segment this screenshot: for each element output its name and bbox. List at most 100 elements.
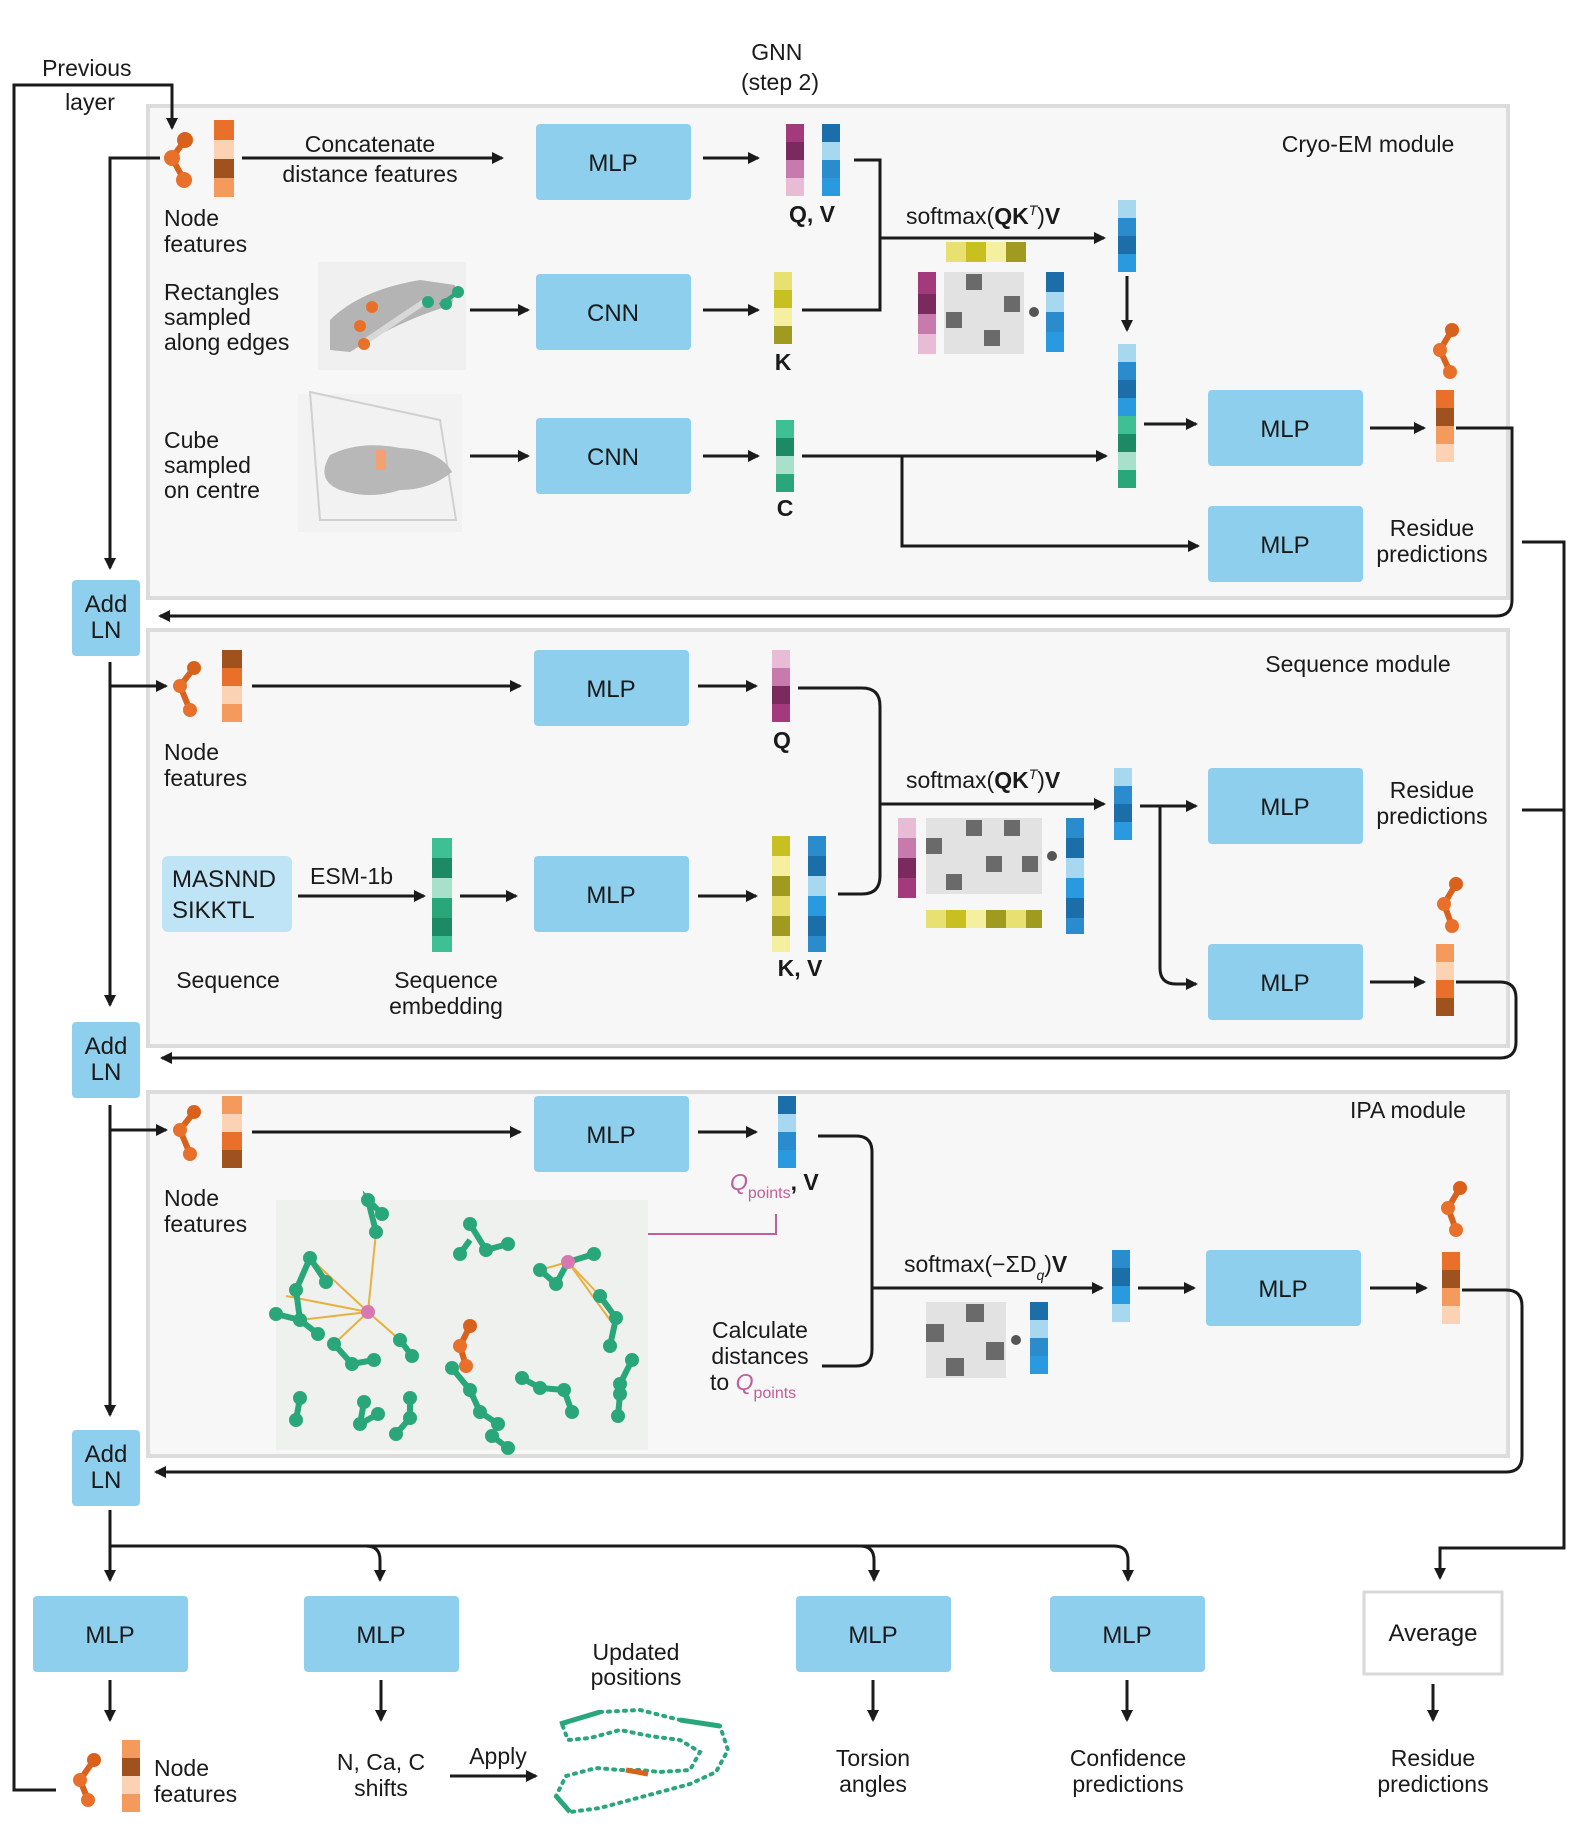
k-vector: [774, 272, 792, 344]
previous-layer-label: Previous layer: [42, 55, 138, 115]
k-label: K: [775, 349, 792, 375]
cryo-mlp-q: MLP: [536, 124, 691, 200]
svg-text:MLP: MLP: [586, 1122, 635, 1149]
ipa-mlp-update: MLP: [1206, 1250, 1361, 1326]
ipa-updated-vector: [1442, 1252, 1460, 1324]
svg-text:MLP: MLP: [586, 882, 635, 909]
bottom-mlp-torsion: MLP: [796, 1596, 951, 1672]
density-rectangles-image: [318, 262, 466, 370]
cryo-em-title: Cryo-EM module: [1282, 131, 1455, 157]
svg-text:MLP: MLP: [848, 1622, 897, 1649]
ipa-softmax-label: softmax(−ΣDq)V: [904, 1251, 1068, 1283]
ipa-node-vector: [222, 1096, 242, 1168]
cryo-updated-node-icon: [1433, 323, 1459, 379]
sequence-label: Sequence: [176, 967, 280, 993]
bottom-mlp-shifts: MLP: [304, 1596, 459, 1672]
bottom-node-vector: [122, 1740, 140, 1812]
ipa-attention-matrix: [926, 1302, 1048, 1378]
svg-text:Average: Average: [1389, 1620, 1478, 1647]
apply-label: Apply: [469, 1743, 527, 1769]
calc-to-qpoints-label: to Qpoints: [710, 1369, 796, 1402]
qv-label: Q, V: [789, 201, 836, 227]
ipa-node-glyph-icon: [173, 1105, 201, 1161]
bottom-mlp-confidence: MLP: [1050, 1596, 1205, 1672]
cryo-softmax-label: softmax(QKT)V: [906, 202, 1061, 229]
density-cube-image: [298, 390, 462, 532]
cryo-mlp-update: MLP: [1208, 390, 1363, 466]
node-glyph-icon: [164, 132, 193, 188]
average-box: Average: [1362, 1590, 1504, 1676]
cryo-attention-matrix: [918, 242, 1064, 354]
svg-text:MLP: MLP: [85, 1622, 134, 1649]
c-vector: [776, 420, 794, 492]
q-vector: [786, 124, 804, 196]
gnn-label: GNN (step 2): [741, 39, 819, 95]
svg-text:MLP: MLP: [1260, 794, 1309, 821]
seq-softmax-label: softmax(QKT)V: [906, 766, 1061, 793]
ipa-mlp-q: MLP: [534, 1096, 689, 1172]
bottom-mlp-node: MLP: [33, 1596, 188, 1672]
bottom-node-glyph-icon: [73, 1753, 101, 1807]
ipa-updated-node-icon: [1441, 1181, 1467, 1237]
ipa-attention-output: [1112, 1250, 1130, 1322]
seq-mlp-q: MLP: [534, 650, 689, 726]
svg-text:MLP: MLP: [356, 1622, 405, 1649]
seq-k-vector: [772, 836, 790, 952]
qpoints-v-label: Qpoints, V: [730, 1169, 819, 1202]
cryo-cnn-c: CNN: [536, 418, 691, 494]
seq-node-glyph-icon: [173, 661, 201, 717]
seq-kv-label: K, V: [778, 955, 823, 981]
cryo-concat-vector: [1118, 344, 1136, 488]
seq-mlp-update: MLP: [1208, 944, 1363, 1020]
protein-graph-image: [269, 1190, 648, 1455]
seq-q-label: Q: [773, 727, 791, 753]
seq-attention-matrix: [898, 818, 1084, 934]
v-vector: [822, 124, 840, 196]
ipa-v-vector: [778, 1096, 796, 1168]
node-feature-vector: [214, 120, 234, 197]
seq-mlp-kv: MLP: [534, 856, 689, 932]
svg-text:MLP: MLP: [1260, 416, 1309, 443]
seq-updated-node-icon: [1437, 877, 1463, 933]
svg-text:CNN: CNN: [587, 300, 639, 327]
cryo-attention-output: [1118, 200, 1136, 272]
seq-mlp-residue: MLP: [1208, 768, 1363, 844]
cryo-cnn-k: CNN: [536, 274, 691, 350]
seq-attention-output: [1114, 768, 1132, 840]
sequence-embedding-vector: [432, 838, 452, 952]
sequence-title: Sequence module: [1265, 651, 1450, 677]
svg-text:MLP: MLP: [1258, 1276, 1307, 1303]
cryo-mlp-residue: MLP: [1208, 506, 1363, 582]
seq-node-vector: [222, 650, 242, 722]
svg-text:MLP: MLP: [1260, 970, 1309, 997]
ipa-title: IPA module: [1350, 1097, 1466, 1123]
seq-q-vector: [772, 650, 790, 722]
esm-label: ESM-1b: [310, 863, 393, 889]
svg-text:MLP: MLP: [1102, 1622, 1151, 1649]
seq-v-vector: [808, 836, 826, 952]
